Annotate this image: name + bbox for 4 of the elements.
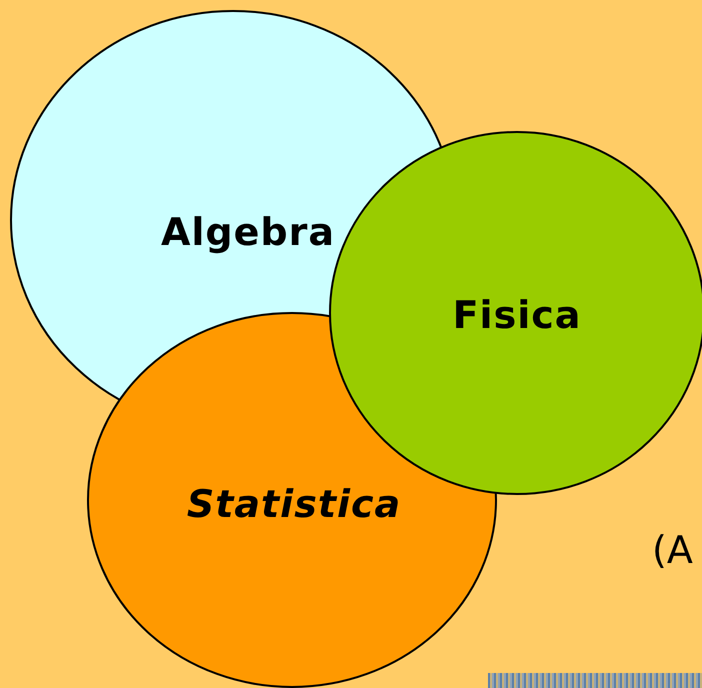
cut-off-text: (A	[652, 528, 693, 572]
set-label: Algebra	[161, 210, 335, 254]
set-label: Statistica	[186, 482, 402, 526]
set-label: Fisica	[452, 293, 582, 337]
